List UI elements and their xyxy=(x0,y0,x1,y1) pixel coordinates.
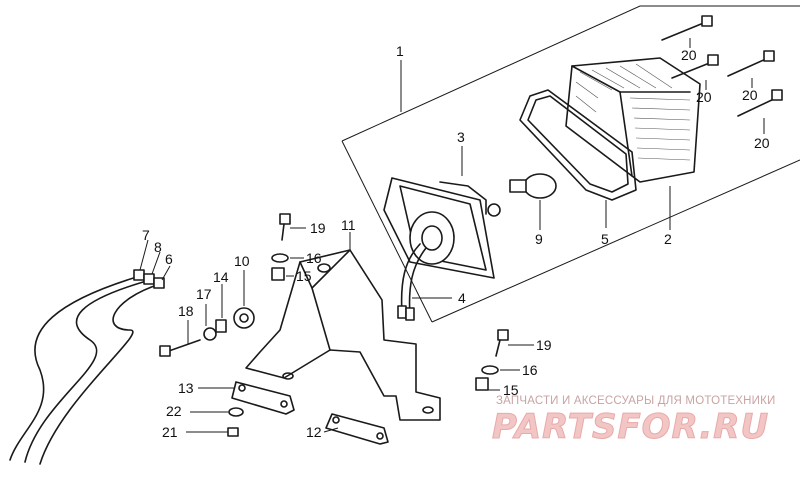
callout-8: 8 xyxy=(154,239,162,255)
callout-3: 3 xyxy=(457,129,465,145)
callout-15-lower: 15 xyxy=(503,382,519,398)
callout-19-upper: 19 xyxy=(310,220,326,236)
callout-15-upper: 15 xyxy=(296,268,312,284)
callout-labels: 1 2 3 4 5 6 7 8 9 10 11 12 13 14 15 15 1… xyxy=(142,43,770,440)
callout-5: 5 xyxy=(601,231,609,247)
callout-10: 10 xyxy=(234,253,250,269)
callout-7: 7 xyxy=(142,227,150,243)
bulb xyxy=(509,173,557,230)
taillight-base xyxy=(383,146,501,279)
callout-16-lower: 16 xyxy=(522,362,538,378)
callout-20-c: 20 xyxy=(742,87,758,103)
taillight-lens xyxy=(565,57,701,230)
callout-19-lower: 19 xyxy=(536,337,552,353)
license-bracket xyxy=(245,232,441,421)
hardware-left xyxy=(159,270,255,357)
callout-2: 2 xyxy=(664,231,672,247)
watermark-tagline: ЗАПЧАСТИ И АКСЕССУАРЫ ДЛЯ МОТОТЕХНИКИ xyxy=(496,395,776,407)
watermark: ЗАПЧАСТИ И АКСЕССУАРЫ ДЛЯ МОТОТЕХНИКИ PA… xyxy=(492,395,776,448)
callout-18: 18 xyxy=(178,303,194,319)
callout-9: 9 xyxy=(535,231,543,247)
callout-11: 11 xyxy=(341,217,356,233)
callout-17: 17 xyxy=(196,286,212,302)
lens-gasket xyxy=(519,89,637,228)
callout-20-b: 20 xyxy=(696,89,712,105)
link-plates xyxy=(227,381,389,445)
callout-20-d: 20 xyxy=(754,135,770,151)
callout-6: 6 xyxy=(165,251,173,267)
callout-13: 13 xyxy=(178,380,194,396)
leader-lines xyxy=(186,227,534,433)
callout-14: 14 xyxy=(213,269,229,285)
callout-16-upper: 16 xyxy=(306,250,322,266)
assembly-outline xyxy=(341,5,800,323)
cable-harness xyxy=(9,239,171,465)
hardware-upper xyxy=(271,213,291,281)
callout-21: 21 xyxy=(162,424,178,440)
callout-12: 12 xyxy=(306,424,322,440)
screws-20 xyxy=(661,15,783,134)
callout-22: 22 xyxy=(166,403,182,419)
socket-wires xyxy=(397,243,452,321)
callout-4: 4 xyxy=(458,290,466,306)
watermark-brand: PARTSFOR.RU xyxy=(492,407,769,447)
callout-20-a: 20 xyxy=(681,47,697,63)
hardware-lower xyxy=(475,329,509,391)
callout-1: 1 xyxy=(396,43,404,59)
